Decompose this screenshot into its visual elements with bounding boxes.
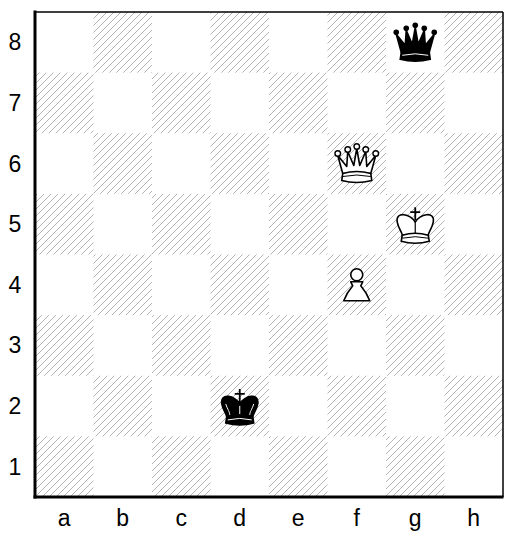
file-label: a [58, 507, 71, 530]
white-queen [335, 144, 379, 183]
rank-label: 1 [9, 455, 22, 478]
board-frame [34, 11, 504, 499]
rank-label: 4 [9, 273, 22, 296]
rank-label: 3 [9, 334, 22, 357]
rank-label: 5 [9, 213, 22, 236]
file-label: f [354, 507, 360, 530]
file-label: c [176, 507, 188, 530]
black-king [222, 389, 258, 425]
white-pawn [344, 269, 370, 301]
file-label: g [409, 507, 422, 530]
rank-label: 8 [9, 31, 22, 54]
dark-squares [35, 12, 503, 497]
rank-label: 2 [9, 395, 22, 418]
file-label: b [116, 507, 129, 530]
white-king [397, 207, 433, 243]
file-label: e [292, 507, 305, 530]
rank-label: 7 [9, 91, 22, 114]
rank-label: 6 [9, 152, 22, 175]
black-queen [393, 23, 437, 62]
file-label: d [233, 507, 246, 530]
file-label: h [467, 507, 480, 530]
